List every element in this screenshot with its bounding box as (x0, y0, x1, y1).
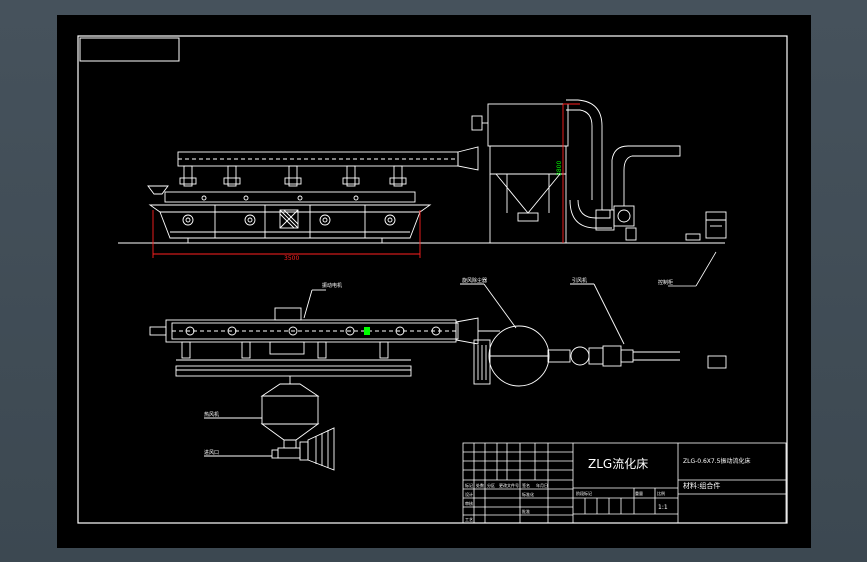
title-block-row-sign: 签名 (522, 482, 530, 488)
top-left-box (79, 37, 180, 62)
title-block-ratio: 比例 (657, 490, 665, 496)
title-block-design: 设计 (465, 491, 473, 497)
drawing-sheet (57, 15, 811, 548)
title-block-row-mark: 标记 (465, 482, 473, 488)
label-control-cabinet: 控制柜 (658, 279, 673, 286)
title-block-drawing-number: ZLG-0.6X7.5振动流化床 (683, 457, 750, 465)
label-cyclone: 旋风除尘器 (462, 277, 487, 284)
title-block-material: 材料:组合件 (683, 481, 720, 490)
green-marker (364, 327, 370, 335)
title-block-title: ZLG流化床 (588, 457, 648, 471)
label-inlet: 进风口 (204, 449, 219, 456)
leader-lines (668, 251, 717, 287)
title-block-row-file: 更改文件号 (499, 482, 519, 488)
elevation-view (118, 99, 727, 244)
title-block-process: 工艺 (465, 517, 473, 522)
width-dimension: 3500 (284, 255, 299, 262)
height-dimension: 3800 (556, 161, 563, 176)
title-block-review: 审核 (465, 500, 473, 506)
plan-view (149, 283, 727, 471)
title-block-approve: 批准 (522, 508, 530, 514)
title-block-stage: 阶段标记 (576, 490, 592, 496)
label-vibrating-motor: 振动电机 (322, 282, 342, 289)
inner-border (77, 35, 788, 524)
title-block-row-date: 年月日 (536, 482, 548, 488)
label-hot-air: 热风机 (204, 411, 219, 418)
label-fan: 引风机 (572, 277, 587, 284)
title-block-scale: 1:1 (658, 504, 668, 511)
title-block-row-count: 处数 (476, 482, 484, 488)
title-block-standard: 标准化 (522, 491, 534, 497)
title-block (462, 442, 787, 524)
dimension-lines (152, 103, 580, 258)
title-block-row-zone: 分区 (487, 482, 495, 488)
title-block-weight: 重量 (635, 490, 643, 496)
